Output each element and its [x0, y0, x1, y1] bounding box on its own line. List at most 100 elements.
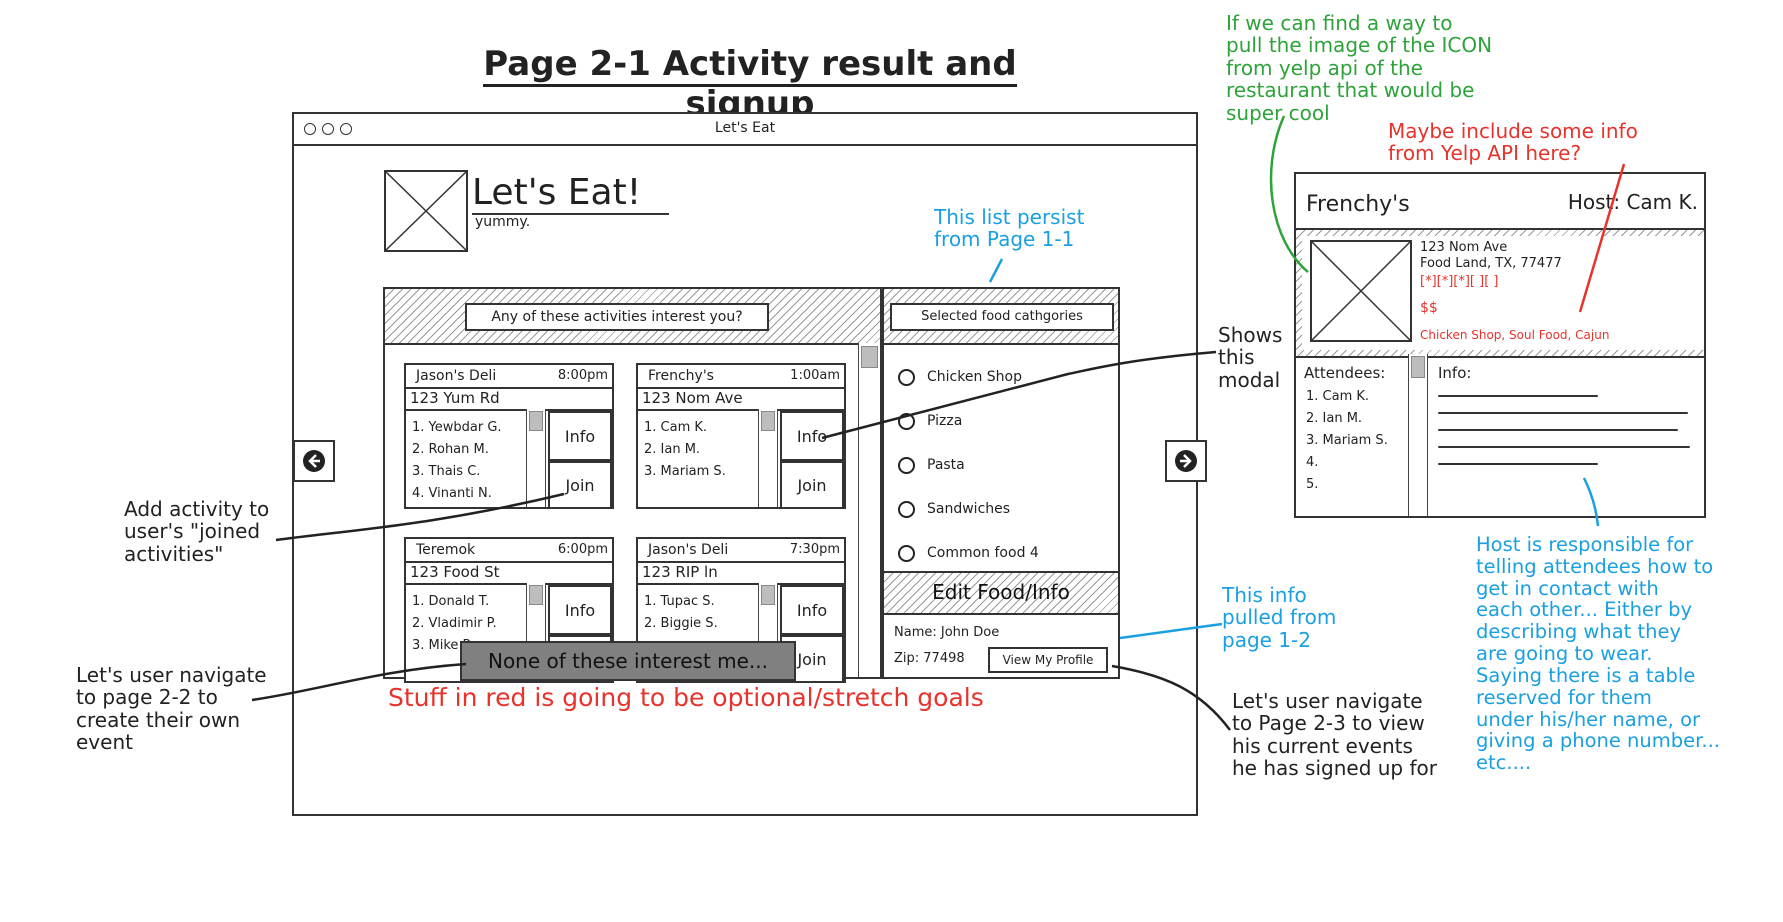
food-category-item[interactable]: Chicken Shop	[898, 355, 1039, 399]
activity-address: 123 Nom Ave	[638, 387, 844, 411]
attendee-name: 1. Cam K.	[644, 420, 708, 435]
food-header: Selected food cathgories	[890, 303, 1114, 331]
food-category-item[interactable]: Common food 4	[898, 531, 1039, 575]
window-dot-icon[interactable]	[322, 123, 334, 135]
modal-attendee: 3. Mariam S.	[1306, 433, 1388, 448]
scrollbar-thumb[interactable]	[761, 585, 775, 605]
arrow-right-icon	[1175, 450, 1197, 472]
food-category-label: Pizza	[927, 413, 963, 429]
activity-address: 123 Food St	[406, 561, 612, 585]
arrow-left-icon	[303, 450, 325, 472]
info-button[interactable]: Info	[780, 411, 844, 461]
next-page-button[interactable]	[1165, 440, 1207, 482]
note-yelp-icon: If we can find a way to pull the image o…	[1226, 11, 1493, 125]
edit-food-bar[interactable]: Edit Food/Info	[884, 571, 1118, 615]
modal-attendees-scrollbar[interactable]	[1408, 354, 1428, 516]
scrollbar-thumb[interactable]	[1411, 356, 1425, 378]
radio-icon[interactable]	[898, 544, 915, 562]
attendee-name: 2. Ian M.	[644, 442, 701, 457]
activities-scrollbar[interactable]	[858, 343, 880, 677]
activity-time: 1:00am	[790, 368, 840, 383]
food-category-item[interactable]: Pizza	[898, 399, 1039, 443]
food-category-item[interactable]: Sandwiches	[898, 487, 1039, 531]
scrollbar-thumb[interactable]	[861, 346, 878, 368]
note-navigate-22: Let's user navigate to page 2-2 to creat…	[76, 663, 267, 755]
user-name: Name: John Doe	[894, 625, 1000, 640]
modal-attendee: 5.	[1306, 477, 1319, 492]
activity-modal: Frenchy's Host: Cam K. 123 Nom Ave Food …	[1294, 172, 1706, 518]
activity-time: 8:00pm	[557, 368, 608, 383]
join-button[interactable]: Join	[780, 461, 844, 509]
radio-icon[interactable]	[898, 456, 915, 474]
attendee-name: 3. Thais C.	[412, 464, 481, 479]
edit-food-label: Edit Food/Info	[932, 580, 1070, 604]
attendee-name: 4. Vinanti N.	[412, 486, 492, 501]
modal-price: $$	[1420, 300, 1438, 316]
food-category-label: Sandwiches	[927, 501, 1011, 517]
note-info-pulled: This info pulled from page 1-2	[1222, 583, 1337, 652]
modal-host: Host: Cam K.	[1567, 190, 1698, 214]
food-category-item[interactable]: Pasta	[898, 443, 1039, 487]
food-category-label: Pasta	[927, 457, 965, 473]
food-header-bar: Selected food cathgories	[884, 289, 1118, 345]
scrollbar-thumb[interactable]	[529, 585, 543, 605]
info-button[interactable]: Info	[548, 411, 612, 461]
attendee-name: 1. Yewbdar G.	[412, 420, 502, 435]
attendees-scrollbar[interactable]	[526, 409, 546, 507]
page-title: Page 2-1 Activity result and signup	[430, 44, 1070, 127]
radio-icon[interactable]	[898, 500, 915, 518]
activity-time: 6:00pm	[557, 542, 608, 557]
modal-rating: [*][*][*][ ][ ]	[1420, 274, 1499, 289]
attendee-name: 1. Tupac S.	[644, 594, 715, 609]
activity-address: 123 Yum Rd	[406, 387, 612, 411]
none-of-these-button[interactable]: None of these interest me...	[460, 641, 796, 681]
attendee-name: 2. Vladimir P.	[412, 616, 497, 631]
window-titlebar: Let's Eat	[294, 114, 1196, 146]
activities-header-bar: Any of these activities interest you?	[385, 289, 880, 345]
activity-name: Frenchy's	[648, 368, 714, 384]
logo-title: Let's Eat!	[472, 172, 670, 215]
modal-attendees-label: Attendees:	[1304, 364, 1386, 382]
radio-icon[interactable]	[898, 412, 915, 430]
modal-address-2: Food Land, TX, 77477	[1420, 256, 1562, 271]
activity-name: Jason's Deli	[416, 368, 497, 384]
note-red-optional: Stuff in red is going to be optional/str…	[388, 683, 984, 712]
scrollbar-thumb[interactable]	[529, 411, 543, 431]
image-placeholder-icon	[385, 171, 467, 251]
modal-attendee: 2. Ian M.	[1306, 411, 1363, 426]
modal-info-band: 123 Nom Ave Food Land, TX, 77477 [*][*][…	[1296, 228, 1704, 358]
logo-image	[384, 170, 468, 252]
scrollbar-thumb[interactable]	[761, 411, 775, 431]
modal-restaurant-name: Frenchy's	[1306, 192, 1410, 217]
food-category-label: Common food 4	[927, 545, 1039, 561]
note-add-activity: Add activity to user's "joined activitie…	[124, 497, 270, 566]
note-host-responsible: Host is responsible for telling attendee…	[1476, 533, 1720, 775]
modal-info-label: Info:	[1438, 364, 1472, 382]
prev-page-button[interactable]	[293, 440, 335, 482]
activity-card: Jason's Deli 8:00pm 123 Yum Rd 1. Yewbda…	[404, 363, 614, 509]
activity-time: 7:30pm	[789, 542, 840, 557]
food-category-label: Chicken Shop	[927, 369, 1022, 385]
modal-attendee: 1. Cam K.	[1306, 389, 1370, 404]
note-yelp-info: Maybe include some info from Yelp API he…	[1388, 119, 1638, 166]
modal-attendee: 4.	[1306, 455, 1319, 470]
info-button[interactable]: Info	[780, 585, 844, 635]
attendee-name: 3. Mike P.	[412, 638, 473, 653]
activities-header: Any of these activities interest you?	[465, 303, 769, 331]
image-placeholder-icon	[1311, 241, 1411, 341]
attendee-name: 1. Donald T.	[412, 594, 490, 609]
attendees-scrollbar[interactable]	[758, 409, 778, 507]
window-dot-icon[interactable]	[304, 123, 316, 135]
logo-subtitle: yummy.	[475, 214, 531, 230]
modal-address-1: 123 Nom Ave	[1420, 240, 1508, 255]
activity-card: Frenchy's 1:00am 123 Nom Ave 1. Cam K. 2.…	[636, 363, 846, 509]
note-navigate-23: Let's user navigate to Page 2-3 to view …	[1232, 689, 1437, 781]
radio-icon[interactable]	[898, 368, 915, 386]
join-button[interactable]: Join	[548, 461, 612, 509]
note-shows-modal: Shows this modal	[1218, 323, 1283, 392]
window-dot-icon[interactable]	[340, 123, 352, 135]
activity-name: Teremok	[416, 542, 476, 558]
attendee-name: 3. Mariam S.	[644, 464, 726, 479]
info-button[interactable]: Info	[548, 585, 612, 635]
view-profile-button[interactable]: View My Profile	[988, 647, 1108, 673]
